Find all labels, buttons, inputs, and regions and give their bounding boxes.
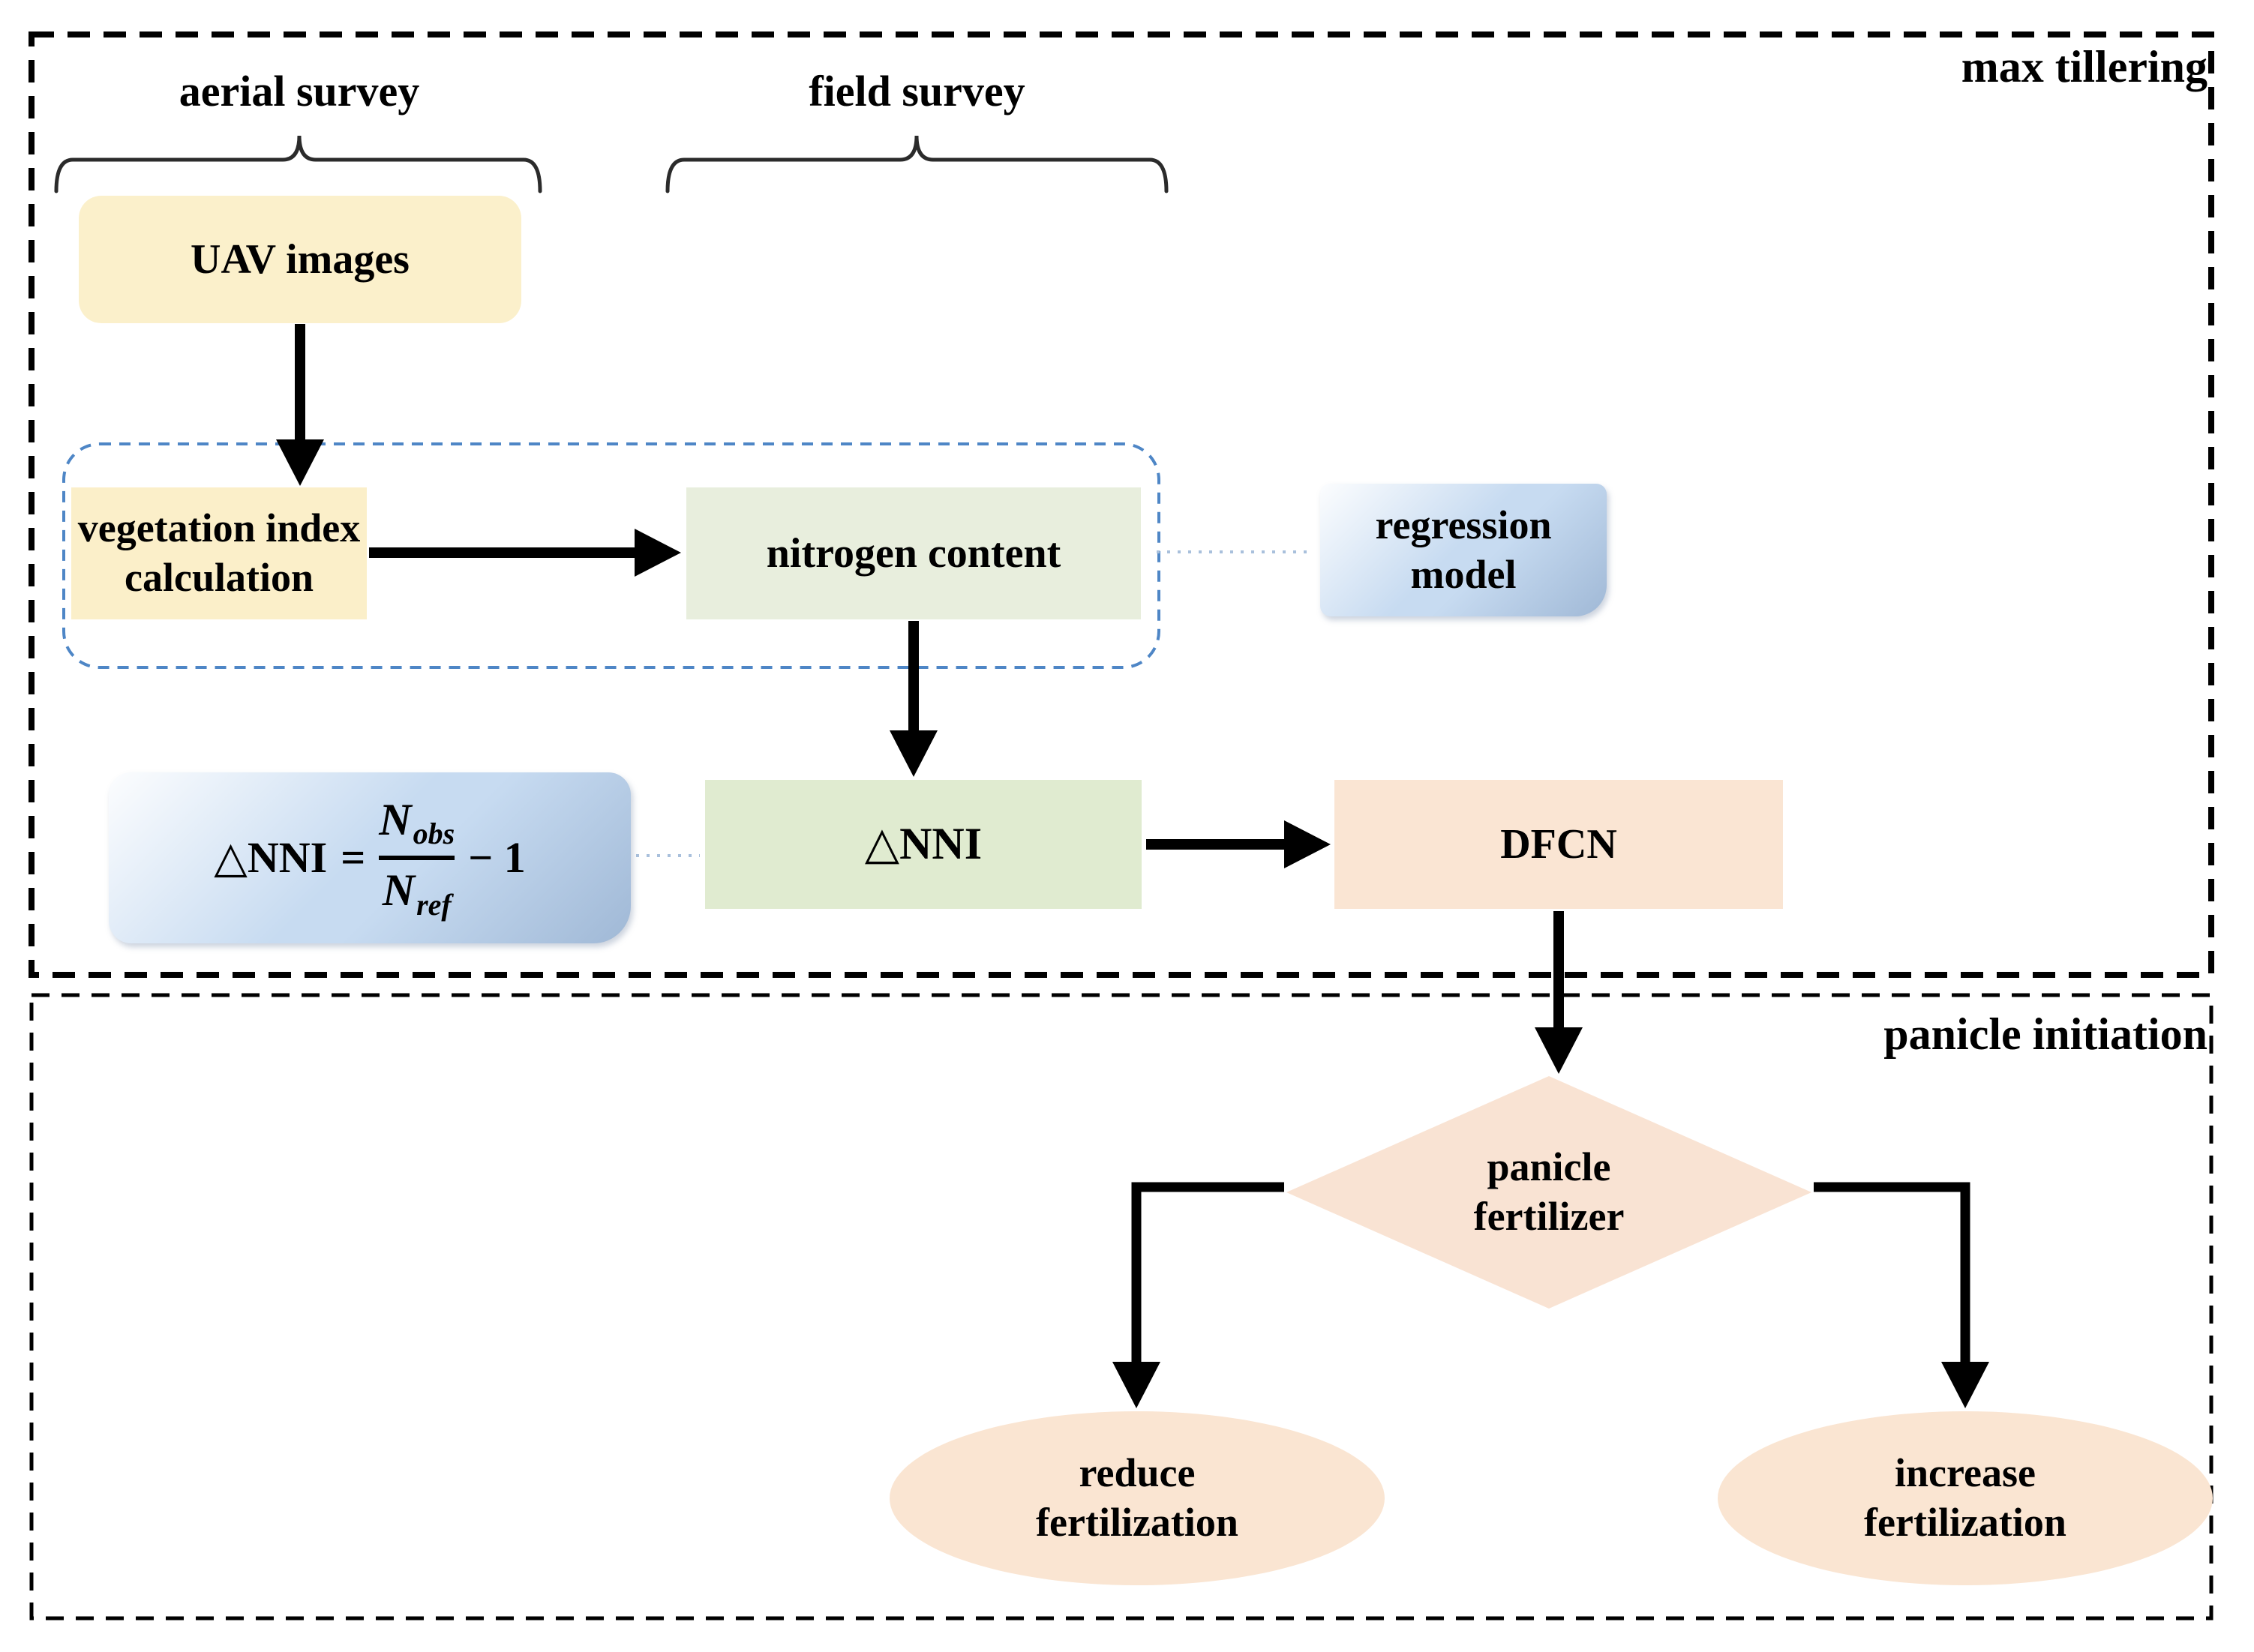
uav-images-label: UAV images: [191, 235, 410, 283]
formula-rhs: − 1: [468, 832, 526, 882]
arrow-dnni-to-dfcn: [1146, 820, 1331, 868]
node-dnni-formula: △NNI = Nobs Nref − 1: [109, 772, 631, 943]
nitrogen-content-label: nitrogen content: [766, 529, 1061, 577]
arrow-uav-to-vegetation: [276, 324, 324, 486]
formula-lhs: △NNI: [214, 832, 328, 882]
max-tillering-section-border: [29, 31, 2214, 978]
aerial-survey-brace: [54, 135, 542, 193]
field-survey-brace: [665, 135, 1169, 193]
node-dnni: △NNI: [705, 780, 1142, 909]
arrow-nitrogen-to-dnni: [890, 621, 938, 777]
group-label-aerial-survey: aerial survey: [179, 67, 420, 115]
vegetation-index-label-line1: vegetation index: [77, 505, 361, 551]
node-nitrogen-content: nitrogen content: [686, 487, 1141, 619]
node-uav-images: UAV images: [79, 196, 521, 323]
panicle-fertilizer-label-line1: panicle: [1487, 1144, 1611, 1190]
node-reduce-fertilization: reduce fertilization: [890, 1411, 1385, 1585]
formula-fraction: Nobs Nref: [379, 793, 455, 924]
node-vegetation-index: vegetation index calculation: [71, 487, 367, 619]
regression-model-label-line2: model: [1410, 551, 1517, 597]
increase-fertilization-label-line1: increase: [1895, 1450, 2036, 1496]
formula-equals: =: [341, 832, 366, 882]
section-label-max-tillering: max tillering: [1961, 42, 2207, 91]
node-dfcn: DFCN: [1334, 780, 1783, 909]
panicle-initiation-section-border: [29, 993, 2213, 1621]
fraction-bar: [379, 856, 455, 860]
arrow-vegetation-to-nitrogen: [369, 529, 681, 577]
arrow-dfcn-to-diamond: [1535, 911, 1583, 1074]
node-regression-model: regression model: [1320, 484, 1607, 616]
increase-fertilization-label-line2: fertilization: [1864, 1500, 2066, 1545]
dfcn-label: DFCN: [1500, 820, 1617, 868]
regression-model-label-line1: regression: [1375, 502, 1552, 547]
blue-dashed-group-border: [62, 442, 1160, 669]
node-increase-fertilization: increase fertilization: [1718, 1411, 2213, 1585]
panicle-fertilizer-label-line2: fertilizer: [1473, 1194, 1625, 1239]
formula-numerator: Nobs: [379, 794, 455, 851]
dnni-formula-expression: △NNI = Nobs Nref − 1: [214, 793, 526, 924]
formula-denominator: Nref: [382, 865, 452, 922]
reduce-fertilization-label-line2: fertilization: [1036, 1500, 1238, 1545]
vegetation-index-label-line2: calculation: [125, 555, 314, 600]
arrow-diamond-to-reduce: [1112, 1182, 1284, 1408]
section-label-panicle-initiation: panicle initiation: [1883, 1009, 2207, 1059]
group-label-field-survey: field survey: [809, 67, 1025, 115]
arrow-diamond-to-increase: [1814, 1182, 1989, 1408]
dnni-label: △NNI: [864, 819, 983, 869]
reduce-fertilization-label-line1: reduce: [1079, 1450, 1196, 1496]
